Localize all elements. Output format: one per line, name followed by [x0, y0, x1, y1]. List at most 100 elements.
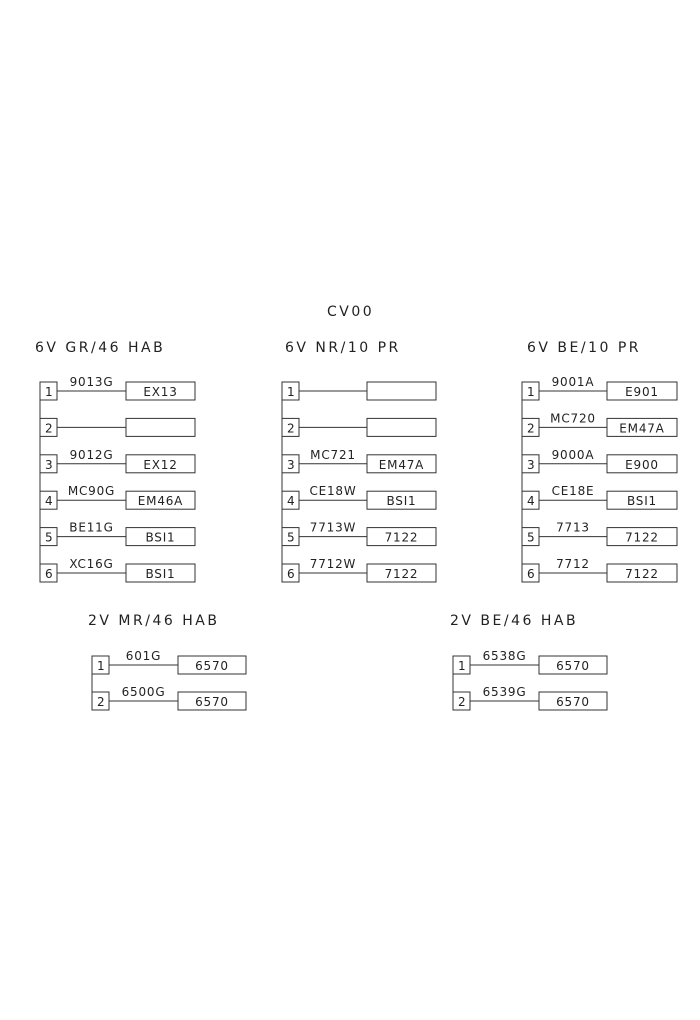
- pin-number: 4: [527, 494, 535, 508]
- wire-label: 6500G: [122, 685, 166, 699]
- pin-row: 1 9001A E901: [521, 375, 678, 401]
- wire-label: MC721: [310, 448, 356, 462]
- destination-label: E900: [625, 458, 659, 472]
- pin-row: 4 CE18W BSI1: [281, 484, 437, 510]
- pin-row: 6 7712 7122: [521, 557, 678, 583]
- pin-number: 2: [97, 695, 105, 709]
- wire-label: 7713W: [310, 521, 356, 535]
- pin-number: 1: [287, 385, 295, 399]
- pin-number: 4: [45, 494, 53, 508]
- pin-row: 2: [39, 417, 196, 437]
- pin-number: 2: [527, 421, 535, 435]
- destination-box: [366, 527, 437, 547]
- wire-label: 9013G: [70, 375, 114, 389]
- destination-label: BSI1: [145, 531, 175, 545]
- connector-heading: 6V GR/46 HAB: [35, 340, 165, 356]
- destination-box: [366, 490, 437, 510]
- destination-label: BSI1: [627, 494, 657, 508]
- wire-label: 9001A: [552, 375, 595, 389]
- destination-label: 7122: [385, 567, 419, 581]
- destination-label: EX13: [143, 385, 177, 399]
- pin-number: 2: [45, 421, 53, 435]
- destination-box: [125, 417, 196, 437]
- destination-box: [366, 454, 437, 474]
- pin-number: 1: [527, 385, 535, 399]
- destination-box: [606, 563, 678, 583]
- pin-number: 5: [45, 531, 53, 545]
- destination-label: EM47A: [619, 421, 664, 435]
- pin-row: 3 9012G EX12: [39, 448, 196, 474]
- pin-row: 5 BE11G BSI1: [39, 521, 196, 547]
- pin-number: 2: [287, 421, 295, 435]
- pin-number: 3: [45, 458, 53, 472]
- connector-block: 6V BE/10 PR19001AE9012MC720EM47A39000AE9…: [521, 340, 678, 583]
- pin-number: 4: [287, 494, 295, 508]
- pin-number: 3: [287, 458, 295, 472]
- destination-label: BSI1: [386, 494, 416, 508]
- wire-label: MC720: [550, 411, 596, 425]
- destination-box: [606, 527, 678, 547]
- pin-row: 2: [281, 417, 437, 437]
- wire-label: 6539G: [483, 685, 527, 699]
- pin-number: 6: [527, 567, 535, 581]
- destination-box: [125, 454, 196, 474]
- destination-label: 7122: [625, 531, 659, 545]
- destination-box: [125, 490, 196, 510]
- destination-label: 6570: [195, 659, 229, 673]
- connector-block: 6V GR/46 HAB 1 9013G EX13 2 3 9012G EX12 4 MC90G E…: [35, 340, 196, 583]
- wire-label: BE11G: [69, 521, 113, 535]
- connector-heading: 2V MR/46 HAB: [88, 613, 219, 629]
- wire-label: MC90G: [68, 484, 115, 498]
- destination-box: [538, 655, 608, 675]
- pin-row: 1: [281, 381, 437, 401]
- destination-label: BSI1: [145, 567, 175, 581]
- wire-label: 7712: [556, 557, 590, 571]
- destination-box: [366, 381, 437, 401]
- wire-label: 7712W: [310, 557, 356, 571]
- destination-box: [177, 655, 247, 675]
- connector-heading: 2V BE/46 HAB: [450, 613, 578, 629]
- destination-label: 7122: [385, 531, 419, 545]
- destination-label: 7122: [625, 567, 659, 581]
- pin-row: 1 9013G EX13: [39, 375, 196, 401]
- pin-number: 3: [527, 458, 535, 472]
- pin-row: 4 CE18E BSI1: [521, 484, 678, 510]
- destination-box: [125, 563, 196, 583]
- pin-row: 2 6539G 6570: [452, 685, 608, 711]
- destination-box: [606, 454, 678, 474]
- pin-number: 5: [287, 531, 295, 545]
- destination-label: 6570: [556, 659, 590, 673]
- destination-box: [125, 381, 196, 401]
- wire-label: CE18W: [309, 484, 356, 498]
- destination-box: [366, 563, 437, 583]
- pin-row: 5 7713W 7122: [281, 521, 437, 547]
- pin-number: 2: [458, 695, 466, 709]
- destination-box: [606, 381, 678, 401]
- wire-label: 601G: [126, 649, 161, 663]
- destination-box: [366, 417, 437, 437]
- destination-box: [606, 490, 678, 510]
- pin-row: 4 MC90G EM46A: [39, 484, 196, 510]
- destination-box: [538, 691, 608, 711]
- wire-label: 9012G: [70, 448, 114, 462]
- destination-label: EX12: [143, 458, 177, 472]
- wire-label: CE18E: [552, 484, 595, 498]
- destination-label: E901: [625, 385, 659, 399]
- destination-label: 6570: [556, 695, 590, 709]
- wire-label: 9000A: [552, 448, 595, 462]
- pin-number: 1: [45, 385, 53, 399]
- pin-row: 3 9000A E900: [521, 448, 678, 474]
- pin-number: 6: [45, 567, 53, 581]
- destination-label: EM46A: [138, 494, 183, 508]
- destination-box: [125, 527, 196, 547]
